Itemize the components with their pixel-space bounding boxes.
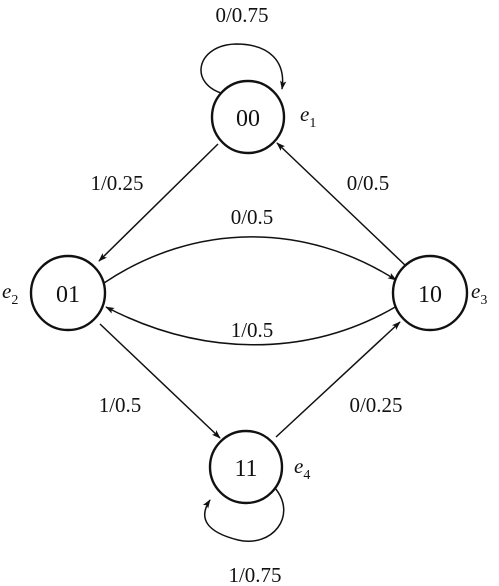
edge-00-to-01-label: 1/0.25 xyxy=(90,171,143,195)
state-01-label: 01 xyxy=(56,282,80,308)
edge-10-to-01-label: 1/0.5 xyxy=(231,318,274,342)
state-00-label: 00 xyxy=(236,106,260,132)
state-11: 11 e4 xyxy=(208,429,310,505)
state-11-circle xyxy=(208,429,284,505)
state-01-tag: e2 xyxy=(2,279,18,308)
edge-00-to-01 xyxy=(98,143,219,262)
edge-11-to-10 xyxy=(275,321,401,438)
edge-11-self-label: 1/0.75 xyxy=(228,563,281,586)
state-11-label: 11 xyxy=(234,456,257,482)
edge-01-to-10-label: 0/0.5 xyxy=(231,205,274,229)
edge-11-to-10-label: 0/0.25 xyxy=(349,393,402,417)
edge-10-to-01 xyxy=(105,305,398,346)
state-00-tag: e1 xyxy=(300,102,316,131)
edge-01-to-11 xyxy=(99,323,221,439)
state-10-label: 10 xyxy=(418,282,442,308)
state-00-circle xyxy=(210,79,286,155)
edge-01-to-10 xyxy=(103,236,397,284)
state-10-tag: e3 xyxy=(471,279,487,308)
state-00: 00 e1 xyxy=(210,79,316,155)
edge-01-to-11-label: 1/0.5 xyxy=(99,393,142,417)
state-10: 10 e3 xyxy=(391,254,487,332)
state-10-circle xyxy=(391,254,469,332)
edge-00-self xyxy=(200,43,287,95)
edge-11-self xyxy=(202,487,285,542)
edge-00-self-label: 0/0.75 xyxy=(215,3,268,27)
state-11-tag: e4 xyxy=(294,454,310,483)
edge-10-to-00-label: 0/0.5 xyxy=(347,171,390,195)
edge-10-to-00 xyxy=(276,142,407,267)
state-01: 01 e2 xyxy=(2,254,107,332)
state-01-circle xyxy=(29,254,107,332)
